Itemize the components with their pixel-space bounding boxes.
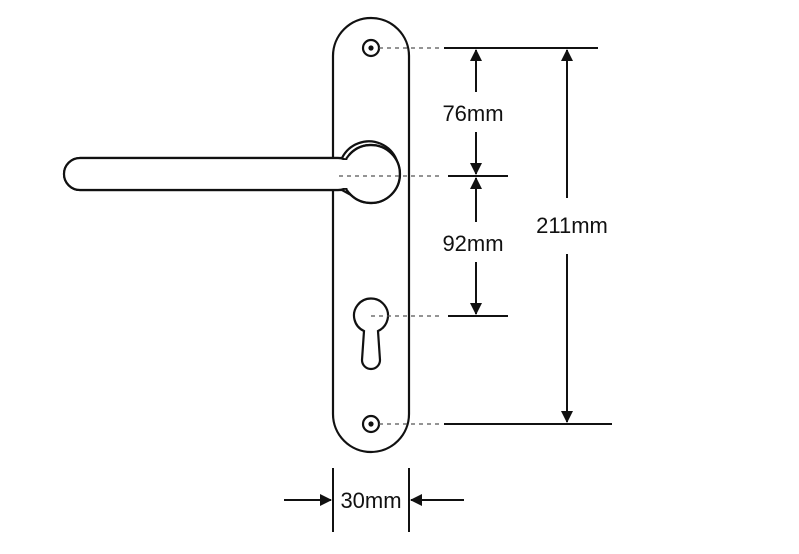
overall-height-label: 211mm	[536, 213, 608, 238]
plate-width-label: 30mm	[340, 488, 401, 513]
upper-spacing-label: 76mm	[442, 101, 503, 126]
backplate	[331, 16, 411, 454]
bottom-screw-hole	[361, 414, 381, 434]
extension-lines	[332, 47, 612, 532]
lower-spacing-label: 92mm	[442, 231, 503, 256]
lever-arm-joint-mask	[330, 160, 360, 188]
rose-outline-overlay	[348, 143, 402, 205]
centre-guide-lines	[339, 47, 440, 425]
lever-arm	[62, 156, 356, 192]
top-screw-hole	[361, 38, 381, 58]
